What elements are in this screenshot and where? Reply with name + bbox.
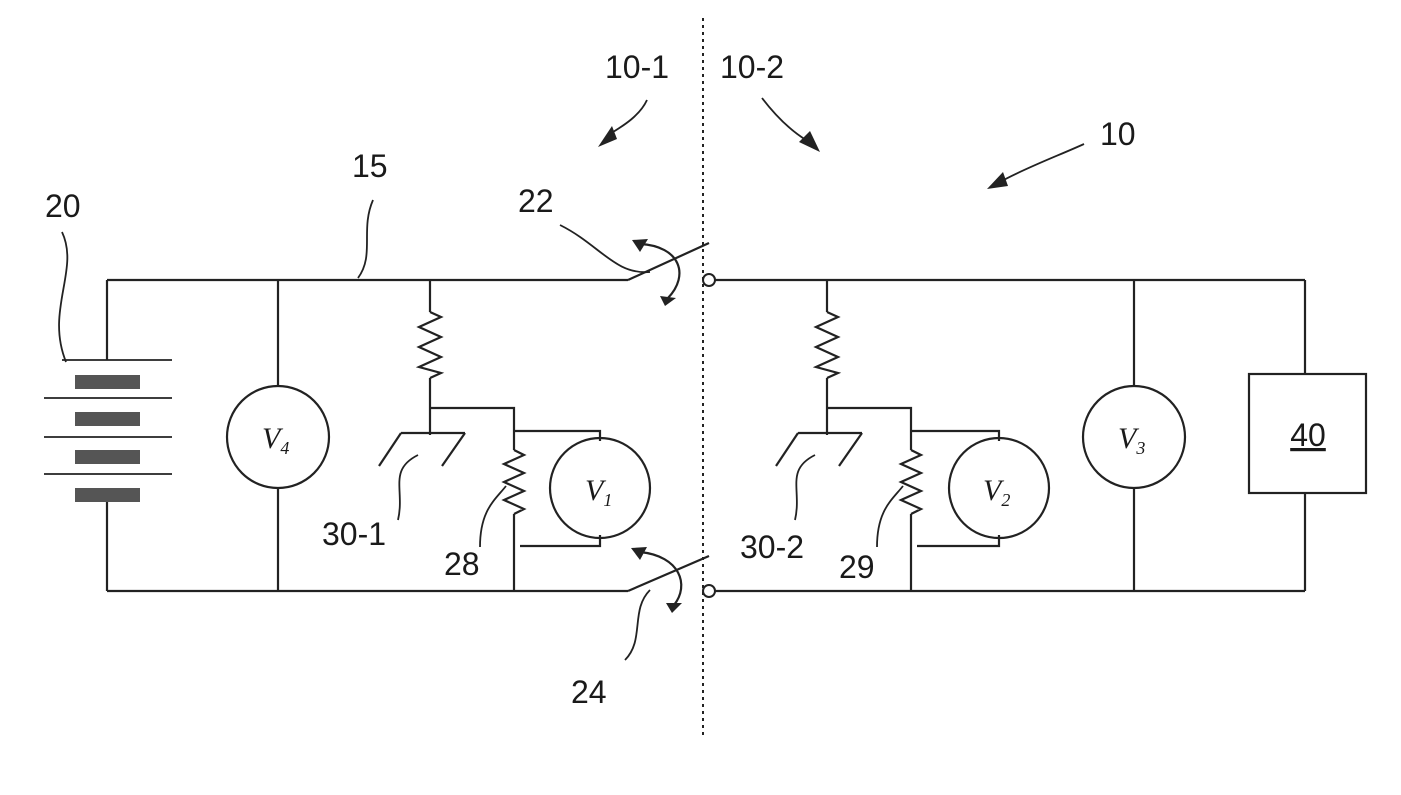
resistor-28 (504, 431, 600, 591)
label-system: 10 (1100, 116, 1136, 152)
battery-leader (59, 232, 67, 362)
label-switch-top: 22 (518, 183, 554, 219)
label-contactor-left: 30-1 (322, 516, 386, 552)
terminal-bottom (703, 585, 715, 597)
label-load: 40 (1290, 417, 1326, 453)
contactor-right (776, 433, 862, 466)
arrow-10-1 (598, 100, 647, 147)
contactor-left-leader (398, 455, 418, 520)
label-side-right: 10-2 (720, 49, 784, 85)
arrow-10 (987, 144, 1084, 189)
resistor-28-leader (480, 486, 506, 547)
resistor-29-leader (877, 486, 903, 547)
label-battery: 20 (45, 188, 81, 224)
arrow-10-2 (762, 98, 820, 152)
battery (44, 360, 172, 502)
label-contactor-right: 30-2 (740, 529, 804, 565)
contactor-right-leader (795, 455, 815, 520)
label-v3: V3 (1118, 422, 1145, 458)
switch-bottom-leader (625, 590, 650, 660)
label-bus: 15 (352, 148, 388, 184)
label-side-left: 10-1 (605, 49, 669, 85)
label-v4: V4 (262, 422, 289, 458)
terminal-top (703, 274, 715, 286)
resistor-top-left (419, 280, 514, 450)
label-switch-bottom: 24 (571, 674, 607, 710)
resistor-top-right (816, 280, 911, 450)
label-resistor-29: 29 (839, 549, 875, 585)
switch-bottom-arrow (640, 552, 681, 605)
label-v2: V2 (983, 474, 1010, 510)
resistor-29 (901, 431, 999, 591)
bus-15-leader (358, 200, 373, 278)
label-v1: V1 (585, 474, 612, 510)
contactor-left (379, 433, 465, 466)
switch-top-leader (560, 225, 650, 272)
label-resistor-28: 28 (444, 546, 480, 582)
